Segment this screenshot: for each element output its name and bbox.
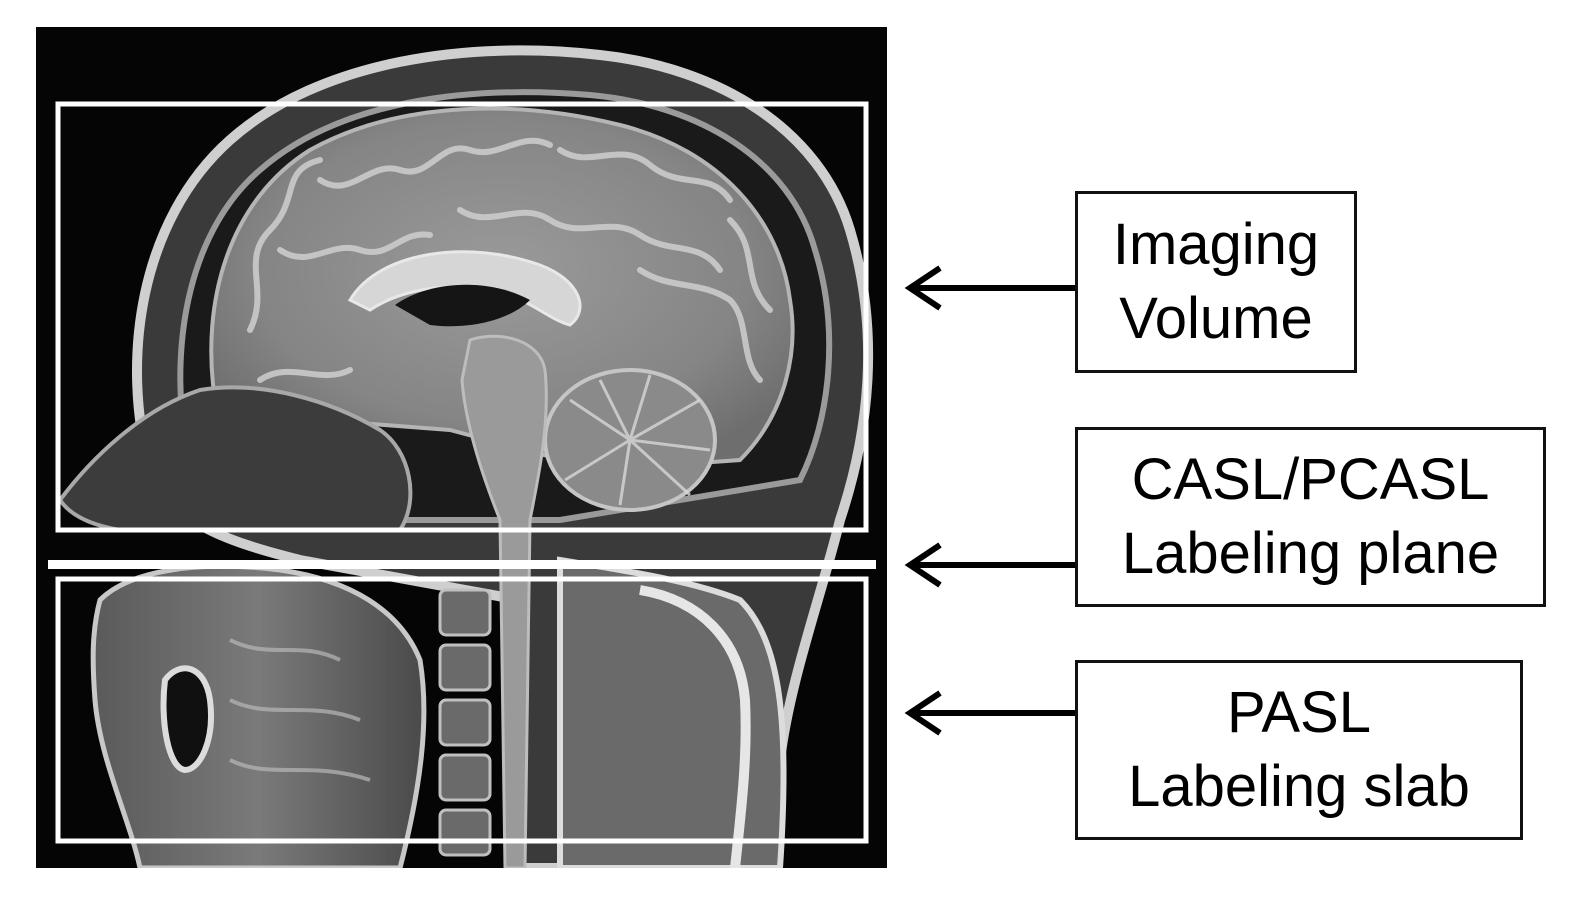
imaging-volume-label-line1: Imaging (1112, 212, 1320, 277)
arrow-left-icon (904, 542, 942, 588)
arrow-imaging-volume (904, 265, 1075, 311)
brainstem (460, 334, 548, 868)
oral-cavity (160, 665, 214, 774)
casl-labeling-plane-line (48, 560, 876, 569)
arrow-casl-plane (904, 542, 1075, 588)
mri-sagittal-scan (36, 27, 887, 868)
posterior-neck-fat (639, 585, 751, 868)
pasl-labeling-slab-label: PASL Labeling slab (1075, 660, 1523, 840)
lateral-ventricle (395, 284, 530, 327)
arrow-left-icon (904, 265, 942, 311)
cerebellum-folia (564, 374, 711, 506)
arrow-left-icon (904, 690, 942, 736)
casl-labeling-plane-label: CASL/PCASL Labeling plane (1075, 427, 1546, 607)
imaging-volume-label-line2: Volume (1119, 286, 1313, 351)
casl-label-line1: CASL/PCASL (1131, 447, 1490, 512)
imaging-volume-label: Imaging Volume (1075, 191, 1357, 373)
casl-label-line2: Labeling plane (1121, 521, 1500, 586)
pasl-label-line1: PASL (1226, 680, 1371, 745)
imaging-volume-box (55, 101, 869, 533)
pasl-label-line2: Labeling slab (1128, 754, 1470, 819)
neck-region (90, 563, 427, 868)
tongue-texture (229, 638, 371, 782)
cervical-vertebrae (438, 588, 492, 857)
pasl-labeling-slab-box (55, 576, 869, 844)
arrow-pasl-slab (904, 690, 1075, 736)
brain-gyri (247, 137, 773, 383)
